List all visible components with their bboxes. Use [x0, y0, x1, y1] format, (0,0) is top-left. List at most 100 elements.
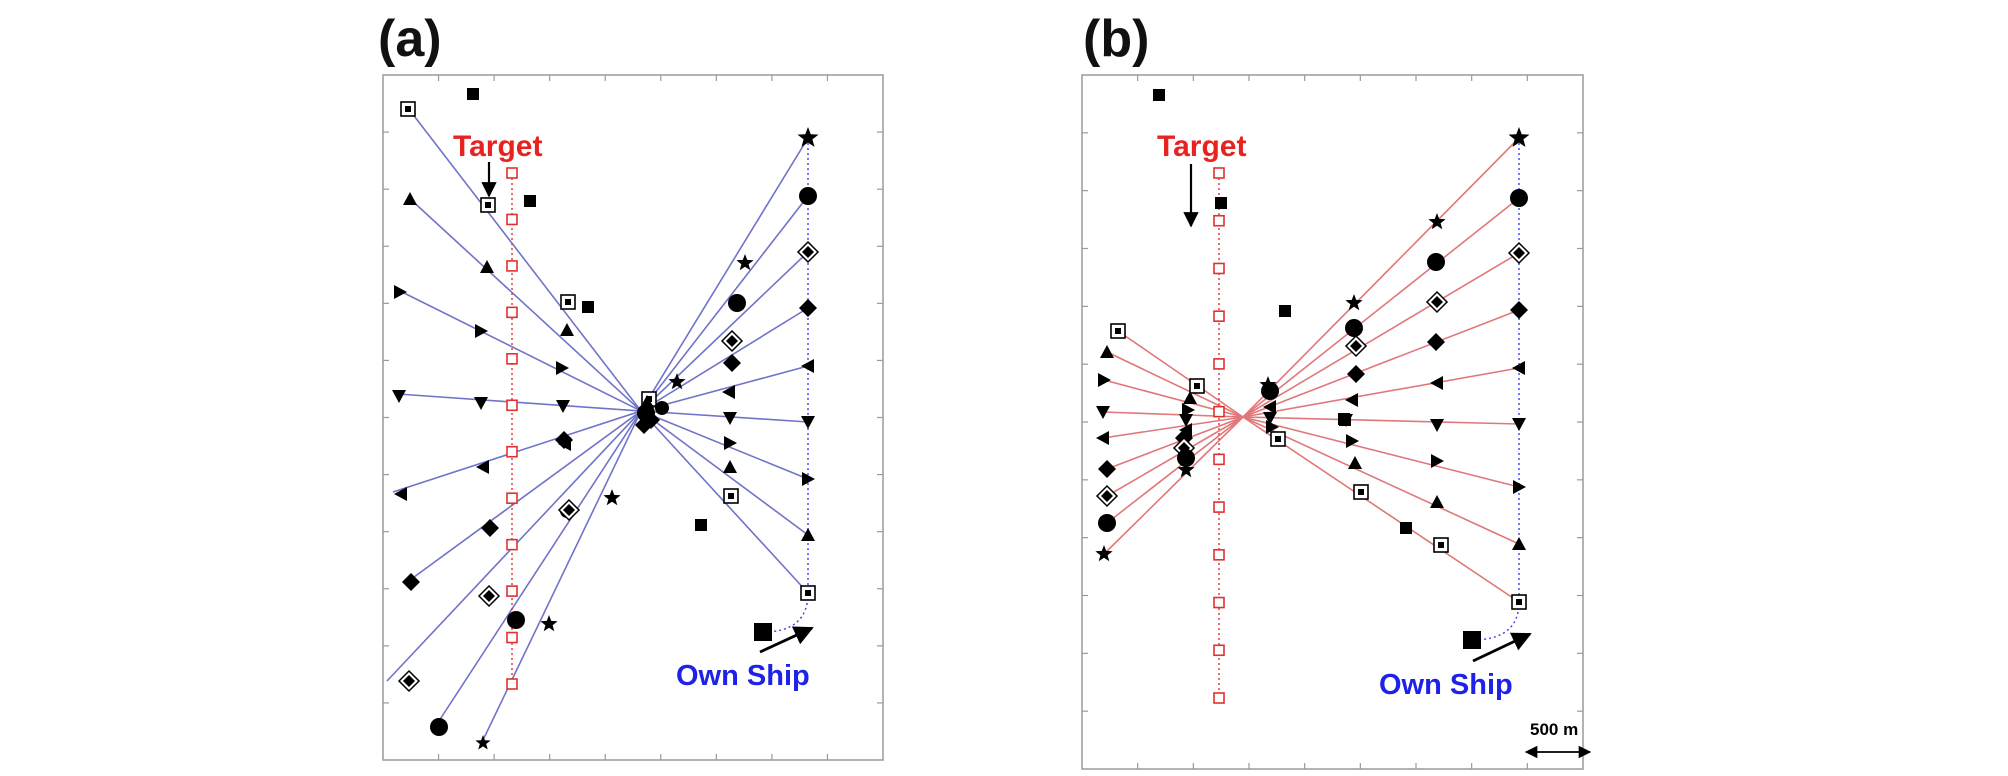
position-marker-square	[1153, 89, 1165, 101]
position-marker-diamond-box	[1344, 334, 1368, 358]
position-marker-tri-down	[1179, 414, 1193, 427]
position-marker-star	[1259, 376, 1277, 393]
own-ship-marker-tri-left	[1512, 361, 1525, 375]
position-marker-tri-right	[556, 361, 569, 375]
position-marker-tri-down	[392, 390, 406, 403]
target-position	[506, 538, 518, 551]
position-marker-box-dot	[1353, 484, 1369, 500]
own-ship-marker-circle-lg	[1510, 189, 1528, 207]
position-marker-tri-right	[394, 285, 407, 299]
position-marker-star	[1177, 461, 1195, 478]
own-ship-marker-star-lg	[1508, 127, 1530, 147]
position-marker-circle	[655, 401, 669, 415]
own-ship-marker-tri-left	[801, 359, 814, 373]
position-marker-tri-down	[1263, 412, 1277, 425]
position-marker-square	[1215, 197, 1227, 209]
position-marker-diamond	[1427, 333, 1445, 351]
target-position	[1213, 262, 1225, 275]
sight-line	[483, 137, 809, 739]
position-marker-circle-lg	[1427, 253, 1445, 271]
own-ship-marker-box-dot	[800, 585, 816, 601]
target-position	[1213, 692, 1225, 704]
sight-line	[1117, 330, 1520, 603]
position-marker-box-dot	[400, 101, 416, 117]
position-marker-box-dot	[723, 488, 739, 504]
position-marker-diamond	[635, 416, 653, 434]
panel-b-own-ship-label: Own Ship	[1379, 669, 1513, 701]
own-ship-marker-tri-right	[1513, 480, 1526, 494]
panel-a-own-ship-label: Own Ship	[676, 660, 810, 692]
position-marker-tri-up	[1100, 345, 1114, 358]
panel-a-label: (a)	[378, 10, 442, 68]
sight-line	[1106, 309, 1520, 470]
position-marker-box-dot	[1433, 537, 1449, 553]
position-marker-diamond	[481, 519, 499, 537]
target-position	[506, 585, 518, 597]
target-position	[506, 631, 518, 644]
position-marker-tri-right	[1098, 373, 1111, 387]
target-position	[1213, 596, 1225, 609]
target-position	[506, 678, 518, 690]
position-marker-diamond	[1347, 365, 1365, 383]
panel-b-ticks	[1082, 75, 1583, 769]
position-marker-circle-lg	[728, 294, 746, 312]
panel-a-ticks	[383, 75, 883, 760]
own-ship-marker-tri-up	[1512, 537, 1526, 550]
position-marker-tri-up	[480, 260, 494, 273]
position-marker-tri-left	[1430, 376, 1443, 390]
panel-b-sight-lines	[1102, 137, 1520, 603]
position-marker-box-dot	[1270, 431, 1286, 447]
panel-a: (a) Target Own Ship	[378, 10, 884, 761]
position-marker-star	[668, 373, 686, 390]
position-marker-tri-up	[1430, 495, 1444, 508]
position-marker-square	[582, 301, 594, 313]
position-marker-star	[1428, 213, 1446, 230]
sight-line	[1103, 379, 1520, 488]
sight-line	[1103, 137, 1520, 555]
position-marker-tri-down	[474, 397, 488, 410]
position-marker-tri-down	[723, 412, 737, 425]
position-marker-circle-lg	[430, 718, 448, 736]
position-marker-diamond-box	[477, 584, 501, 608]
target-position	[506, 399, 518, 412]
position-marker-tri-down	[1096, 406, 1110, 419]
position-marker-square	[1279, 305, 1291, 317]
position-marker-star	[1345, 294, 1363, 311]
own-ship-marker-diamond	[1510, 301, 1528, 319]
position-marker-diamond-box	[1095, 484, 1119, 508]
position-marker-square	[467, 88, 479, 100]
sight-line	[1102, 367, 1520, 439]
position-marker-circle-lg	[1345, 319, 1363, 337]
target-position	[1213, 358, 1225, 370]
target-position	[1213, 214, 1225, 227]
own-ship-marker-diamond-box	[1507, 241, 1531, 265]
panel-b-frame	[1081, 74, 1584, 770]
position-marker-square	[1400, 522, 1412, 534]
position-marker-tri-up	[1183, 391, 1197, 404]
position-marker-tri-up	[1348, 456, 1362, 469]
panel-b-own-ship-arrow	[1472, 632, 1532, 663]
target-position	[506, 260, 518, 272]
own-ship-marker-star-lg	[797, 127, 819, 147]
position-marker-tri-right	[1431, 454, 1444, 468]
position-marker-box-dot	[560, 294, 576, 310]
own-ship-marker-diamond-box	[796, 240, 820, 264]
position-marker-box-dot	[480, 197, 496, 213]
position-marker-tri-right	[475, 324, 488, 338]
own-ship-marker-tri-right	[802, 472, 815, 486]
position-marker-diamond-box	[397, 669, 421, 693]
position-marker-tri-left	[1345, 393, 1358, 407]
position-marker-square-lg	[1463, 631, 1481, 649]
sight-line	[1106, 252, 1520, 497]
own-ship-marker-box-dot	[1511, 594, 1527, 610]
position-marker-tri-right	[1266, 420, 1279, 434]
position-marker-diamond-box	[720, 329, 744, 353]
target-position	[506, 353, 518, 365]
panel-a-tracks	[506, 138, 809, 690]
sight-line	[407, 107, 809, 594]
position-marker-square-lg	[754, 623, 772, 641]
target-position	[506, 213, 518, 226]
panel-b-label: (b)	[1083, 10, 1149, 68]
own-ship-marker-circle-lg	[799, 187, 817, 205]
